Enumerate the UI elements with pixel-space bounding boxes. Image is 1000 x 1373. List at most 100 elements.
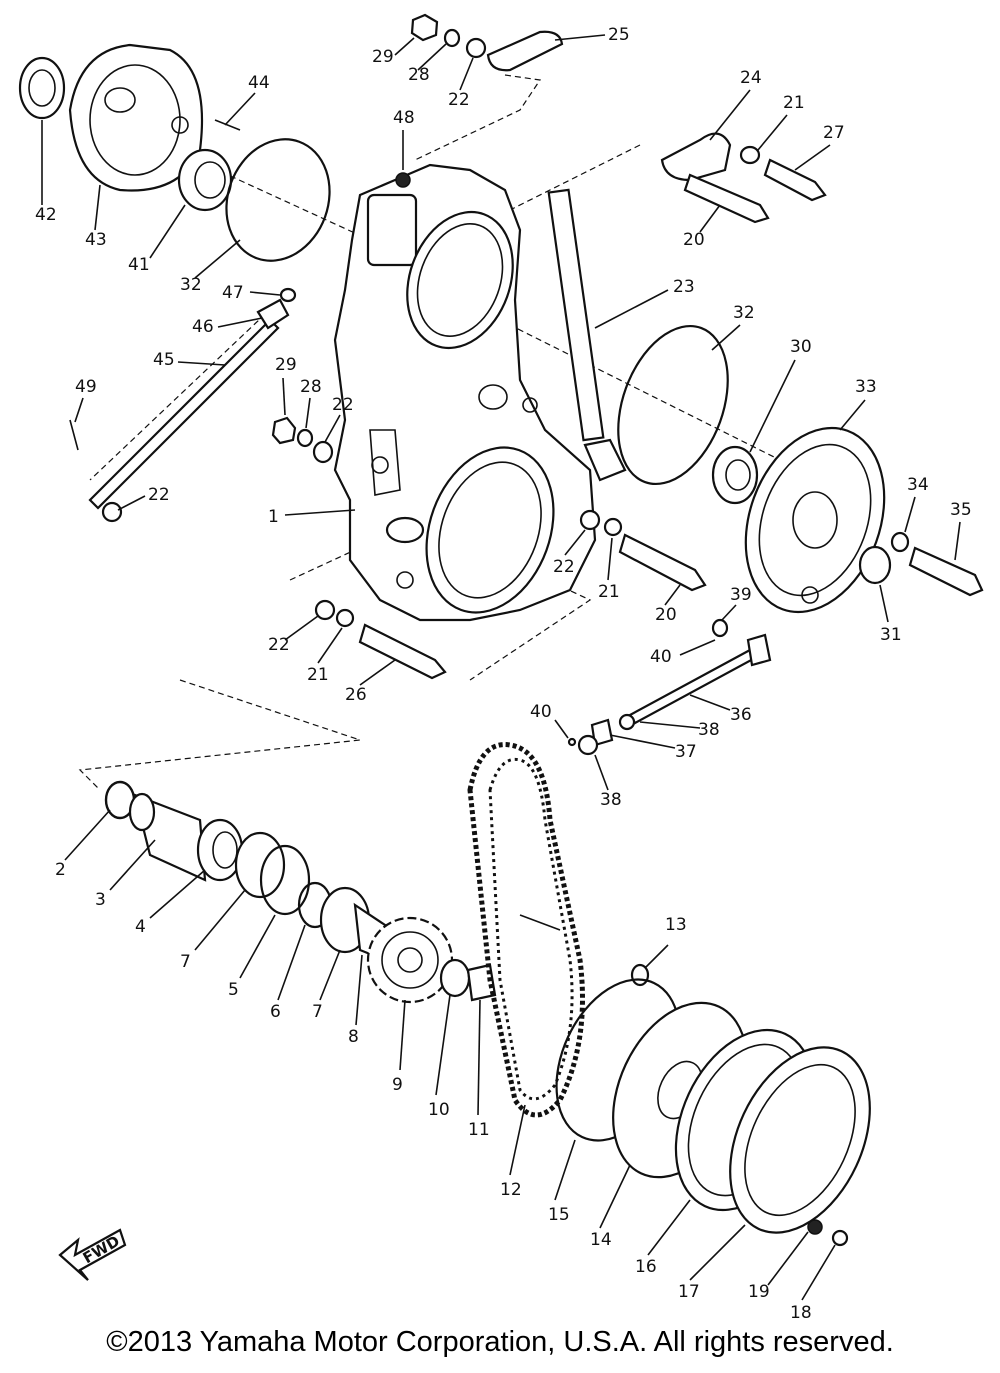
callout-21: 21 <box>598 582 620 602</box>
callout-leader-32 <box>194 239 241 279</box>
callout-leader-20 <box>664 584 681 606</box>
callout-28: 28 <box>408 65 430 85</box>
callout-leader-19 <box>767 1231 809 1286</box>
callout-38: 38 <box>698 720 720 740</box>
washer-21-top <box>739 145 761 165</box>
callout-leader-14 <box>599 1164 631 1229</box>
pin-44 <box>214 119 241 131</box>
callout-32: 32 <box>733 303 755 323</box>
callout-leader-26 <box>359 659 396 686</box>
bearing-4 <box>196 818 244 882</box>
right-cover-33 <box>744 426 886 614</box>
callout-31: 31 <box>880 625 902 645</box>
nut-29-mid <box>271 416 297 445</box>
callout-22: 22 <box>332 395 354 415</box>
callout-1: 1 <box>268 507 279 527</box>
callout-leader-44 <box>224 92 256 126</box>
callout-7: 7 <box>312 1002 323 1022</box>
pin-39 <box>711 618 729 638</box>
callout-6: 6 <box>270 1002 281 1022</box>
washer-47 <box>279 287 297 303</box>
callout-40: 40 <box>530 702 552 722</box>
washer-28-mid <box>296 428 314 448</box>
callout-28: 28 <box>300 377 322 397</box>
callout-leader-11 <box>477 999 481 1116</box>
callout-leader-22 <box>324 414 341 443</box>
callout-22: 22 <box>553 557 575 577</box>
callout-32: 32 <box>180 275 202 295</box>
callout-leader-46 <box>217 317 263 328</box>
gearcase-housing <box>333 163 597 622</box>
callout-49: 49 <box>75 377 97 397</box>
bolt-20-mid <box>618 533 707 592</box>
callout-leader-45 <box>177 361 226 366</box>
callout-44: 44 <box>248 73 270 93</box>
callout-leader-47 <box>249 291 281 296</box>
callout-leader-21 <box>317 627 343 664</box>
callout-leader-34 <box>904 496 916 533</box>
callout-leader-28 <box>417 43 447 71</box>
callout-leader-3 <box>109 839 156 891</box>
callout-46: 46 <box>192 317 214 337</box>
bolt-20-top <box>683 173 770 224</box>
callout-15: 15 <box>548 1205 570 1225</box>
callout-10: 10 <box>428 1100 450 1120</box>
callout-35: 35 <box>950 500 972 520</box>
callout-13: 13 <box>665 915 687 935</box>
callout-27: 27 <box>823 123 845 143</box>
callout-leader-39 <box>721 604 737 621</box>
callout-45: 45 <box>153 350 175 370</box>
o-ring-32-left <box>225 138 331 262</box>
washer-28-top <box>443 28 461 48</box>
washer-19 <box>807 1219 823 1235</box>
plate-25 <box>486 30 564 72</box>
callout-30: 30 <box>790 337 812 357</box>
washer-22-right <box>579 509 601 531</box>
callout-40: 40 <box>650 647 672 667</box>
washer-34 <box>890 531 910 553</box>
callout-33: 33 <box>855 377 877 397</box>
callout-47: 47 <box>222 283 244 303</box>
fwd-arrow-icon: FWD <box>58 1228 127 1281</box>
callout-18: 18 <box>790 1303 812 1320</box>
callout-leader-9 <box>399 999 406 1071</box>
callout-leader-2 <box>64 809 111 861</box>
callout-41: 41 <box>128 255 150 275</box>
callout-leader-16 <box>647 1199 691 1256</box>
washer-22-mid <box>312 440 334 464</box>
callout-leader-21 <box>757 114 788 151</box>
callout-16: 16 <box>635 1257 657 1277</box>
copyright-notice: ©2013 Yamaha Motor Corporation, U.S.A. A… <box>106 1326 894 1358</box>
callout-36: 36 <box>730 705 752 725</box>
callout-48: 48 <box>393 108 415 128</box>
callout-39: 39 <box>730 585 752 605</box>
callout-leader-21 <box>607 537 613 581</box>
circlip-5 <box>259 844 311 916</box>
callout-leader-36 <box>689 694 731 711</box>
callout-22: 22 <box>268 635 290 655</box>
o-ring-32-right <box>617 324 729 486</box>
callout-14: 14 <box>590 1230 612 1250</box>
callout-19: 19 <box>748 1282 770 1302</box>
drive-chain-12 <box>467 742 585 1118</box>
callout-38: 38 <box>600 790 622 810</box>
bolt-35 <box>908 546 984 597</box>
rod-45 <box>88 318 280 510</box>
callout-leader-41 <box>149 204 186 259</box>
callout-leader-22 <box>459 57 474 91</box>
sleeve-shaft-3 <box>128 792 207 882</box>
callout-24: 24 <box>740 68 762 88</box>
callout-leader-13 <box>644 944 669 969</box>
callout-3: 3 <box>95 890 106 910</box>
callout-leader-25 <box>554 34 606 41</box>
bearing-7-a <box>234 831 286 899</box>
callout-22: 22 <box>148 485 170 505</box>
callout-leader-15 <box>554 1139 576 1201</box>
bolt-27 <box>763 158 827 202</box>
callout-leader-38 <box>639 721 701 729</box>
callout-leader-17 <box>689 1224 746 1281</box>
callout-leader-43 <box>94 184 101 231</box>
pin-49 <box>69 419 79 451</box>
callout-leader-29 <box>394 37 415 56</box>
callout-leader-18 <box>801 1244 836 1301</box>
